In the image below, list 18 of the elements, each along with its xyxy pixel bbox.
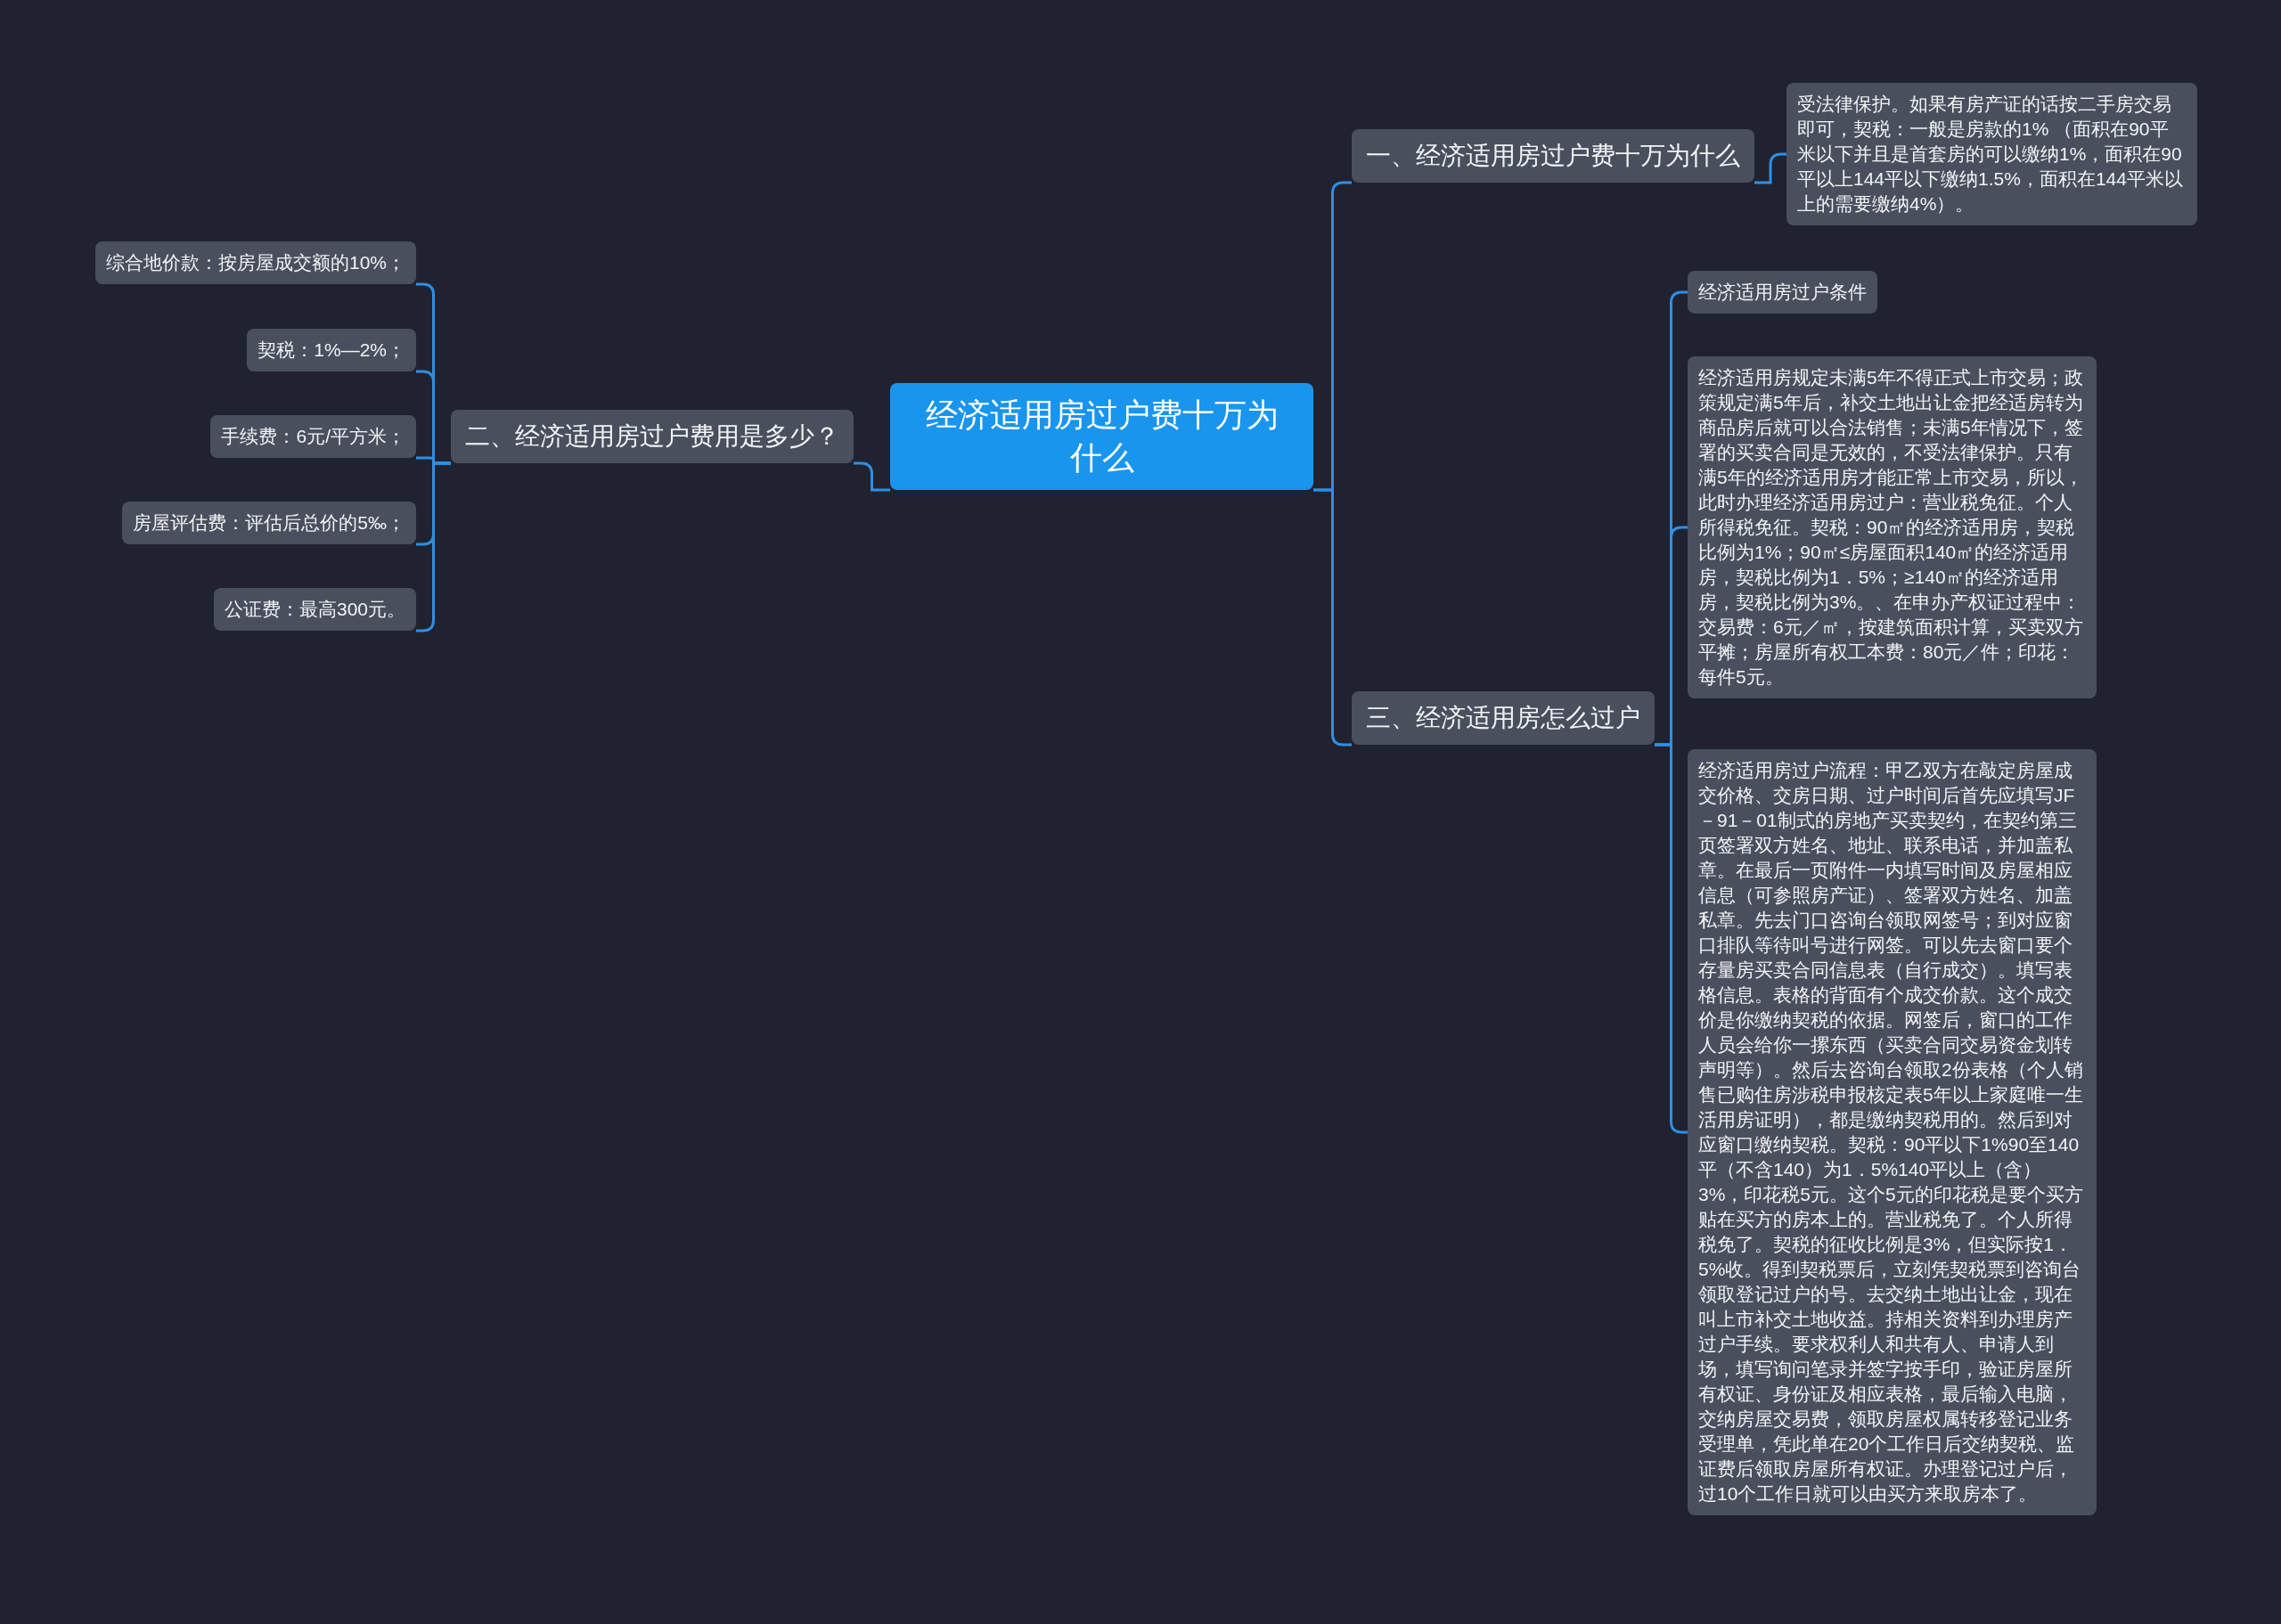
connector-line xyxy=(1655,743,1688,1134)
connector-line xyxy=(1754,152,1786,184)
branch-topic-box: 二、经济适用房过户费用是多少？ xyxy=(451,410,854,463)
text-note-box: 经济适用房过户流程：甲乙双方在敲定房屋成交价格、交房日期、过户时间后首先应填写JF－91－01制式的房地产买卖契约，在契约第三页签署双方姓名、地址、联系电话，并加盖私章。在最后一页附件一内填写时间及房屋相应信息（可参照房产证）、签署双方姓名、加盖私章。先去门口咨询台领取网签号；到对应窗口排队等待叫号进行网签。可以先去窗口要个存量房买卖合同信息表（自行成交）。填写表格信息。表格的背面有个成交价款。这个成交价是你缴纳契税的依据。网签后，窗口的工作人员会给你一摞东西（买卖合同交易资金划转声明等）。然后去咨询台领取2份表格（个人销售已购住房涉税申报核定表5年以上家庭唯一生活用房证明），都是缴纳契税用的。然后到对应窗口缴纳契税。契税：90平以下1%90至140平（不含140）为1．5%140平以上（含）3%，印花税5元。这个5元的印花税是要个买方贴在买方的房本上的。营业税免了。个人所得税免了。契税的征收比例是3%，但实际按1．5%收。得到契税票后，立刻凭契税票到咨询台领取登记过户的号。去交纳土地出让金，现在叫上市补交土地收益。持相关资料到办理房产过户手续。要求权利人和共有人、申请人到场，填写询问笔录并签字按手印，验证房屋所有权证、身份证及相应表格，最后输入电脑，交纳房屋交易费，领取房屋权属转移登记业务受理单，凭此单在20个工作日后交纳契税、监证费后领取房屋所有权证。办理登记过户后，过10个工作日就可以由买方来取房本了。 xyxy=(1688,749,2097,1515)
leaf-topic-box: 房屋评估费：评估后总价的5‰； xyxy=(122,502,416,544)
central-topic-box: 经济适用房过户费十万为什么 xyxy=(890,383,1313,490)
leaf-topic-box: 综合地价款：按房屋成交额的10%； xyxy=(94,241,416,284)
text-note-box: 经济适用房规定未满5年不得正式上市交易；政策规定满5年后，补交土地出让金把经适房转为商品房后就可以合法销售；未满5年情况下，签署的买卖合同是无效的，不受法律保护。只有满5年的经济适用房才能正常上市交易，所以，此时办理经济适用房过户：营业税免征。个人所得税免征。契税：90㎡的经济适用房，契税比例为1%；90㎡≤房屋面积140㎡的经济适用房，契税比例为1．5%；≥140㎡的经济适用房，契税比例为3%。、在申办产权证过程中：交易费：6元／㎡，按建筑面积计算，买卖双方平摊；房屋所有权工本费：80元／件；印花：每件5元。 xyxy=(1688,356,2097,698)
leaf-topic-box: 契税：1%—2%； xyxy=(247,329,416,371)
connector-line xyxy=(854,461,890,492)
text-note-box: 受法律保护。如果有房产证的话按二手房交易即可，契税：一般是房款的1% （面积在90平米以下并且是首套房的可以缴纳1%，面积在90平以上144平以下缴纳1.5%，面积在144平米以上的需要缴纳4%）。 xyxy=(1786,83,2197,225)
connector-line xyxy=(1313,488,1352,747)
branch-topic-box: 三、经济适用房怎么过户 xyxy=(1352,691,1655,745)
leaf-topic-box: 手续费：6元/平方米； xyxy=(210,415,416,458)
branch-topic-box: 一、经济适用房过户费十万为什么 xyxy=(1352,129,1754,183)
leaf-topic-box: 经济适用房过户条件 xyxy=(1688,271,1877,314)
connector-line xyxy=(416,461,451,632)
leaf-topic-box: 公证费：最高300元。 xyxy=(213,588,416,631)
